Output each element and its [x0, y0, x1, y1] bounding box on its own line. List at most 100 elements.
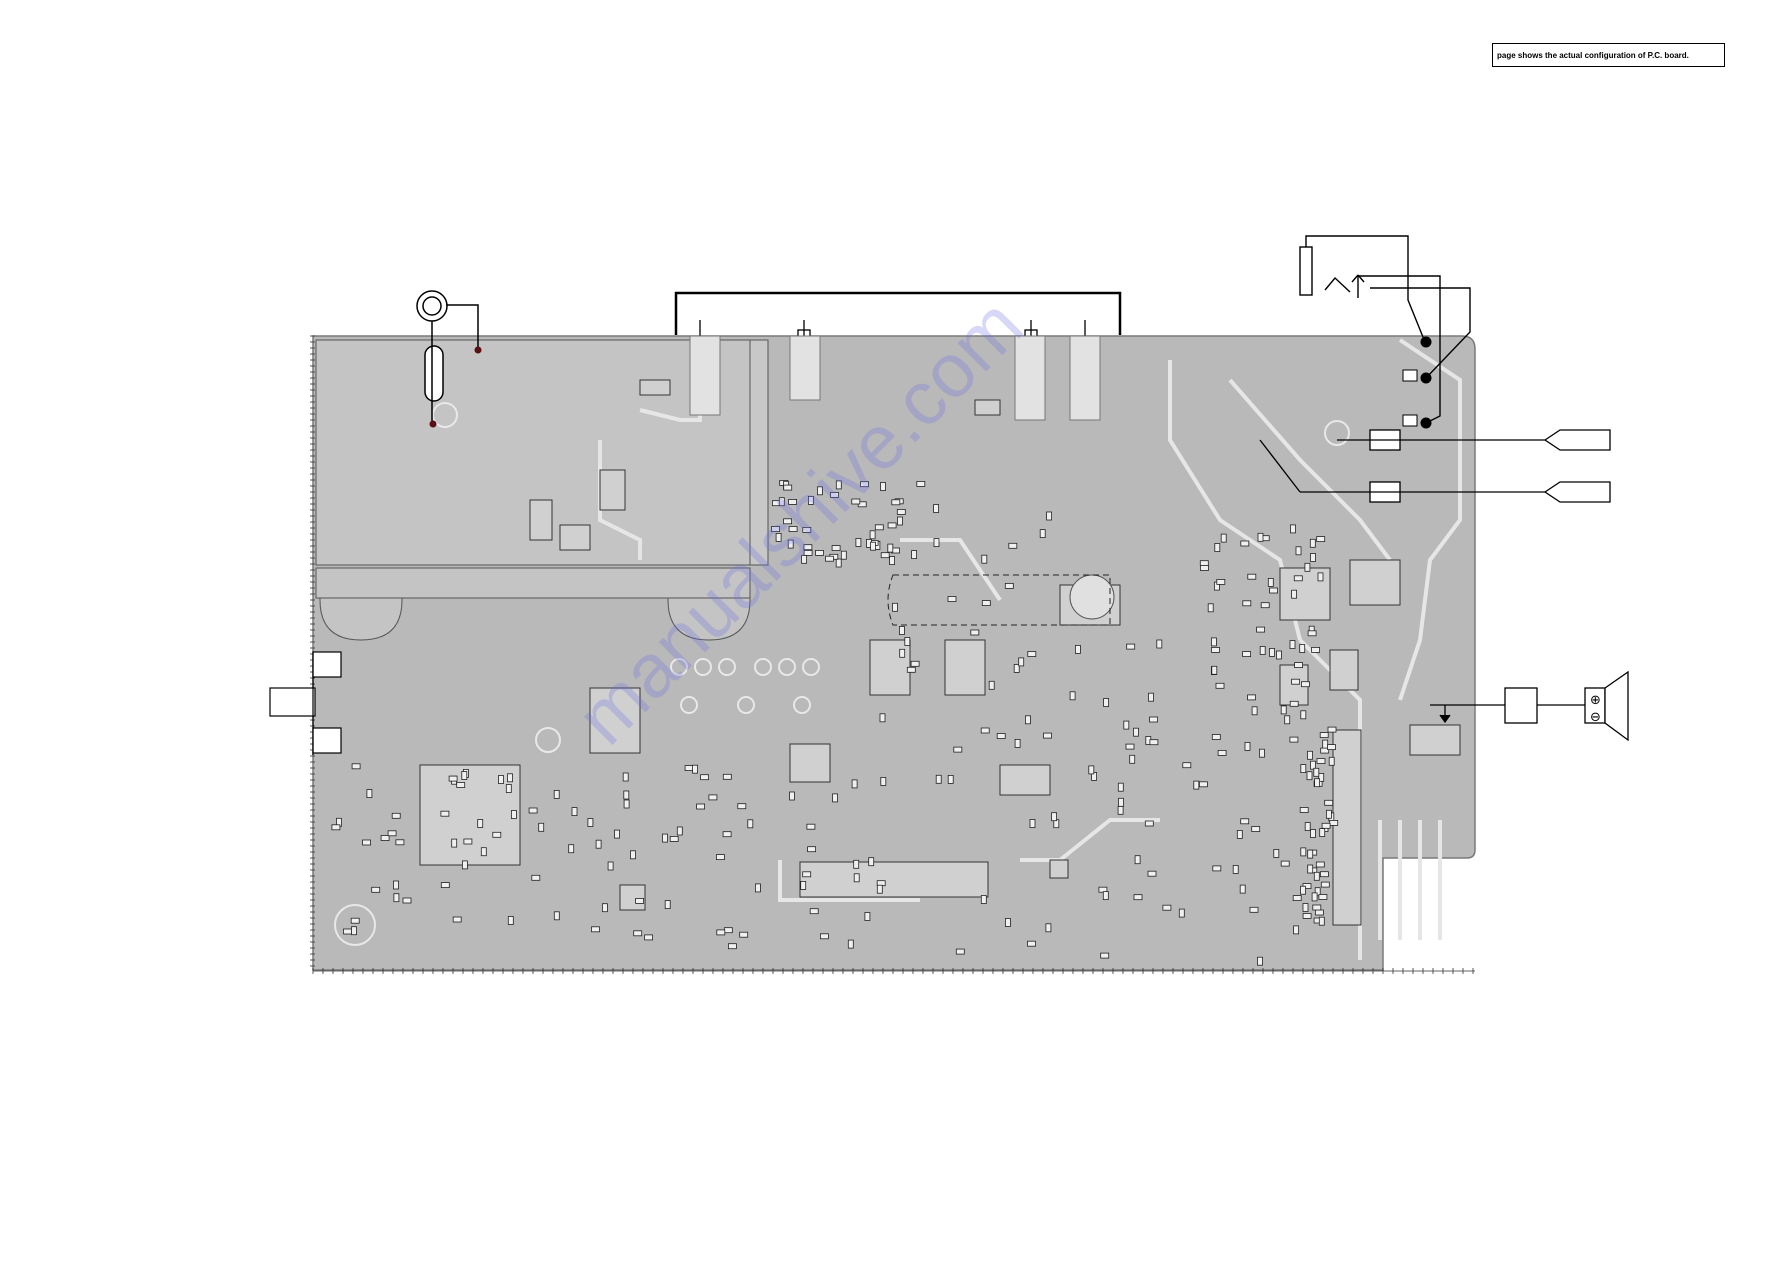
smd-part: [507, 916, 514, 925]
smd-part: [935, 774, 942, 784]
smd-part: [366, 789, 373, 798]
smd-part: [891, 499, 901, 506]
smd-part: [788, 526, 798, 532]
smd-part: [864, 912, 871, 921]
smd-part: [953, 746, 963, 753]
smd-part: [669, 836, 679, 842]
smd-part: [981, 554, 988, 564]
smd-part: [507, 773, 513, 783]
smd-part: [700, 774, 709, 781]
smd-part: [1291, 589, 1297, 599]
smd-part: [807, 846, 816, 853]
smd-part: [1239, 884, 1246, 894]
smd-part: [664, 900, 671, 909]
smd-part: [1008, 542, 1018, 549]
smd-part: [1211, 647, 1220, 653]
left-connector: [269, 651, 342, 755]
smd-part: [728, 943, 737, 950]
smd-part: [1276, 650, 1282, 660]
smd-part: [981, 600, 991, 606]
smd-part: [835, 480, 842, 490]
smd-part: [395, 839, 405, 846]
smd-part: [775, 533, 782, 542]
smd-part: [1045, 923, 1052, 933]
smd-part: [739, 931, 749, 938]
smd-part: [853, 859, 860, 869]
smd-part: [1293, 925, 1299, 935]
smd-part: [1043, 732, 1052, 739]
smd-part: [851, 779, 858, 789]
smd-part: [851, 498, 861, 505]
smd-part: [463, 838, 473, 845]
smd-part: [1025, 715, 1031, 725]
smd-part: [904, 637, 911, 646]
smd-part: [1244, 742, 1251, 751]
smd-part: [633, 930, 643, 937]
smd-part: [800, 881, 807, 890]
smd-part: [1134, 855, 1141, 865]
smd-part: [1318, 916, 1325, 926]
smd-part: [874, 524, 884, 531]
dc-jack-icon: [1299, 235, 1471, 424]
smd-part: [1212, 865, 1222, 872]
smd-part: [820, 933, 829, 940]
smd-part: [1326, 809, 1332, 819]
smd-part: [815, 550, 824, 556]
smd-part: [1310, 829, 1316, 838]
smd-part: [996, 733, 1006, 739]
smd-part: [1247, 694, 1256, 701]
smd-part: [440, 882, 450, 888]
smd-part: [1300, 764, 1307, 773]
smd-part: [755, 883, 761, 893]
speaker-plus: ⊕: [1590, 693, 1601, 708]
smd-part: [947, 775, 954, 784]
smd-part: [723, 927, 733, 934]
smd-part: [602, 903, 608, 913]
smd-part: [933, 538, 940, 547]
smd-part: [1133, 727, 1139, 737]
smd-part: [1307, 864, 1314, 874]
smd-part: [538, 822, 545, 832]
smd-part: [1294, 662, 1303, 668]
smd-part: [1327, 744, 1336, 750]
smd-part: [1289, 640, 1296, 649]
smd-part: [1311, 892, 1318, 902]
smd-part: [1310, 760, 1316, 770]
smd-part: [531, 874, 541, 881]
smd-part: [933, 504, 939, 513]
smd-part: [662, 833, 668, 843]
smd-part: [591, 926, 600, 933]
smd-part: [1240, 818, 1250, 825]
top-pad-shapes: [689, 335, 1101, 421]
mounting-pad-right: [667, 597, 751, 641]
mounting-pad-left: [319, 597, 403, 641]
smd-part: [788, 498, 797, 505]
smd-part: [1289, 736, 1299, 743]
smd-part: [1302, 903, 1309, 912]
smd-part: [817, 486, 823, 496]
smd-part: [1267, 578, 1274, 587]
smd-part: [635, 898, 644, 904]
smd-part: [1249, 906, 1259, 913]
smd-part: [1162, 904, 1172, 911]
smd-part: [1299, 644, 1306, 653]
smd-part: [1307, 750, 1313, 760]
smd-part: [1100, 952, 1110, 959]
smd-parts: [331, 479, 1339, 966]
smd-part: [448, 775, 458, 782]
smd-part: [1098, 886, 1108, 893]
smd-part: [889, 556, 895, 565]
smd-part: [630, 850, 636, 860]
smd-part: [1318, 894, 1328, 900]
smd-part: [461, 860, 468, 870]
smd-part: [351, 926, 357, 936]
smd-part: [747, 819, 754, 829]
smd-part: [897, 516, 903, 526]
smd-part: [1312, 904, 1322, 911]
speaker-icon: [1430, 670, 1629, 742]
smd-part: [1300, 885, 1306, 895]
smd-part: [1242, 651, 1251, 657]
smd-part: [1117, 782, 1124, 792]
smd-part: [1193, 780, 1200, 790]
probe-icon: [1259, 429, 1611, 503]
